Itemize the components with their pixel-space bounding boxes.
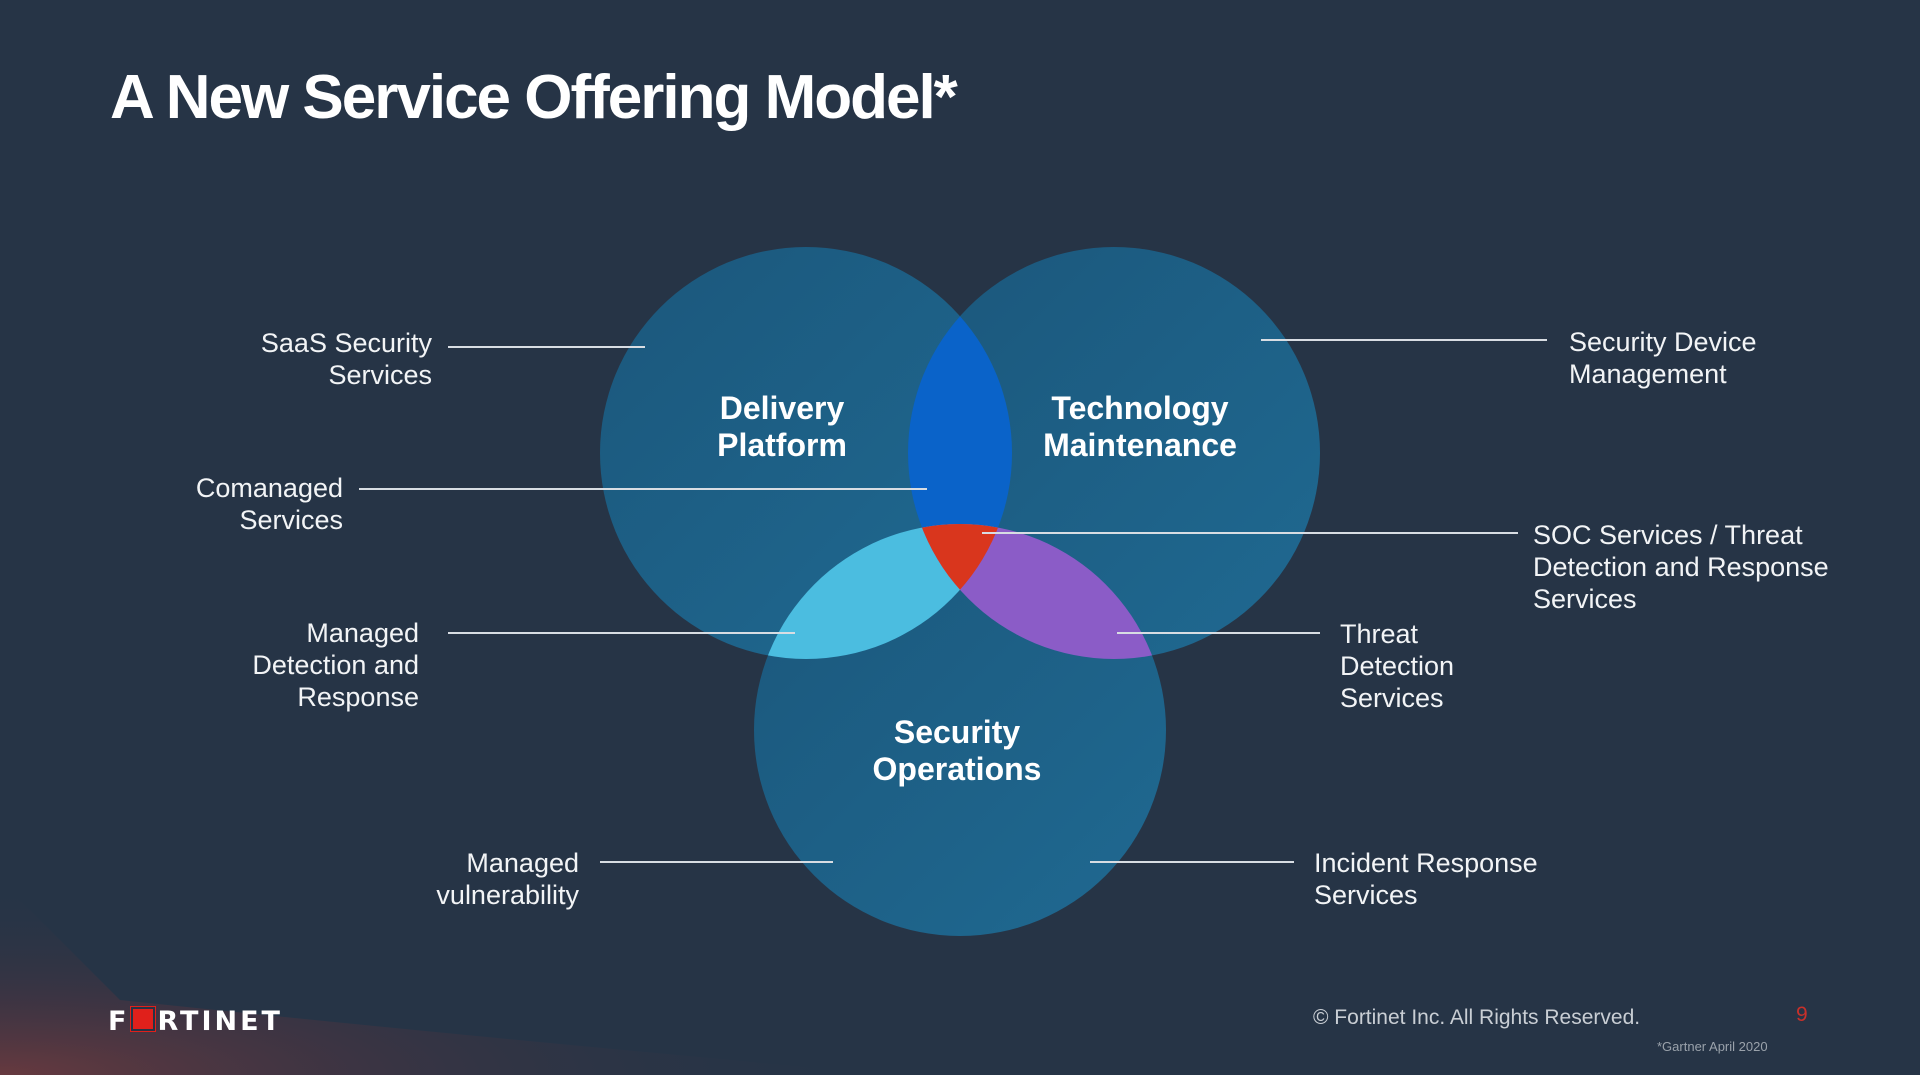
callout-device: Security Device Management (1569, 327, 1757, 389)
copyright: © Fortinet Inc. All Rights Reserved. (1313, 1006, 1641, 1029)
callout-comanaged: Comanaged Services (195, 473, 343, 535)
circle-label-delivery: Delivery Platform (717, 390, 847, 463)
logo-mark-icon (131, 1007, 156, 1031)
fortinet-logo: F RTINET (108, 1006, 283, 1037)
callout-threat: Threat Detection Services (1340, 619, 1455, 713)
callout-line-mdr (448, 632, 795, 634)
callout-mdr: Managed Detection and Response (252, 618, 419, 712)
logo-text-left: F (108, 1006, 130, 1037)
page-number: 9 (1796, 1003, 1808, 1026)
callout-line-incident (1090, 861, 1294, 863)
callout-vuln: Managed vulnerability (436, 848, 579, 910)
logo-text-right: RTINET (157, 1006, 283, 1037)
circle-label-technology: Technology Maintenance (1043, 390, 1237, 463)
callout-line-vuln (600, 861, 833, 863)
overlap-delivery-security (754, 524, 1012, 659)
callout-line-device (1261, 339, 1547, 341)
slide-title: A New Service Offering Model* (110, 63, 958, 132)
callout-line-soc (982, 532, 1518, 534)
source-note: *Gartner April 2020 (1657, 1039, 1768, 1054)
callout-soc: SOC Services / Threat Detection and Resp… (1533, 520, 1829, 614)
callout-incident: Incident Response Services (1314, 848, 1538, 910)
callout-line-saas (448, 346, 645, 348)
circle-label-security: Security Operations (872, 714, 1042, 787)
callout-line-comanaged (359, 488, 927, 490)
overlap-technology-security (908, 524, 1166, 659)
callout-line-threat (1117, 632, 1320, 634)
callout-saas: SaaS Security Services (260, 328, 432, 390)
